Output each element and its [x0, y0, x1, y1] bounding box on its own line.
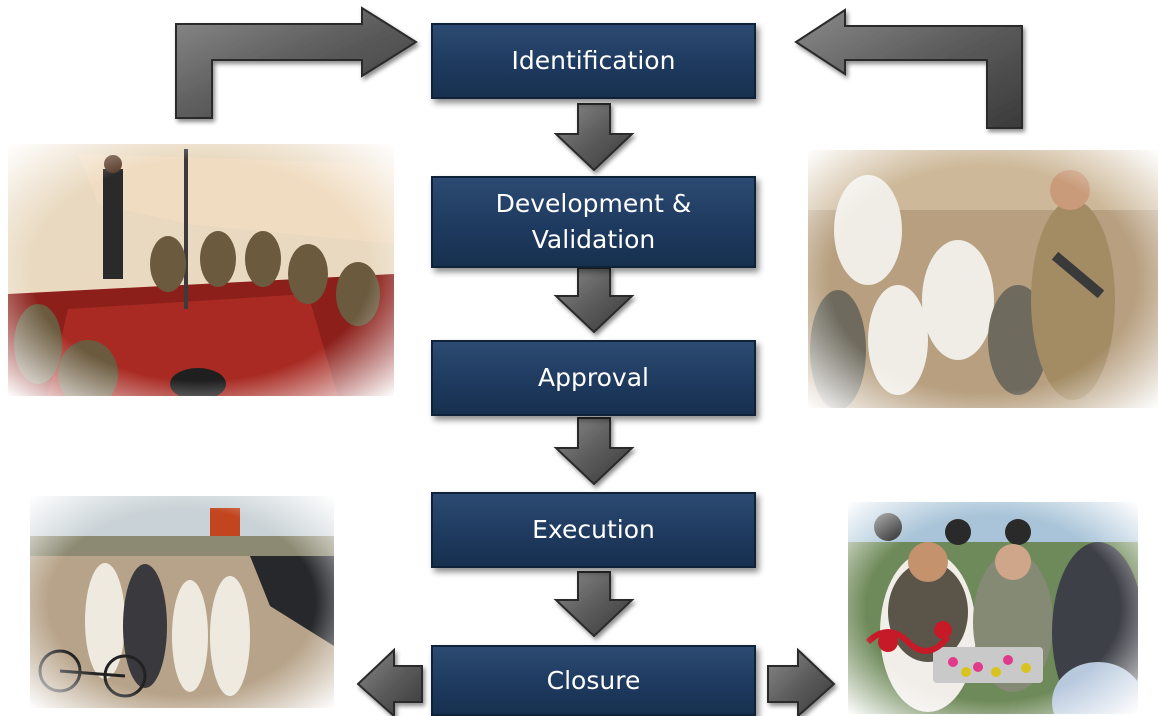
- step-execution: Execution: [431, 492, 756, 568]
- photo-roadside-gathering: [30, 496, 334, 708]
- loop-arrow-left-icon: [175, 6, 418, 119]
- step-development-label-line1: Development &: [495, 189, 692, 218]
- loop-arrow-right-icon: [794, 8, 1023, 129]
- down-arrow-icon-2: [553, 267, 635, 334]
- down-arrow-icon-1: [553, 103, 635, 172]
- step-development-label-line2: Validation: [531, 225, 656, 254]
- down-arrow-icon-3: [553, 417, 635, 486]
- down-arrow-icon-4: [553, 571, 635, 638]
- closure-left-arrow-icon: [356, 647, 423, 716]
- step-identification: Identification: [431, 23, 756, 99]
- step-approval: Approval: [431, 340, 756, 416]
- photo-crowd-soldier: [808, 150, 1158, 408]
- closure-right-arrow-icon: [767, 647, 836, 716]
- photo-ribbon-cutting: [848, 502, 1138, 714]
- step-approval-label: Approval: [538, 363, 649, 392]
- step-closure: Closure: [431, 645, 756, 716]
- step-identification-label: Identification: [511, 46, 676, 75]
- step-closure-label: Closure: [546, 665, 641, 695]
- photo-tent-meeting: [8, 144, 394, 396]
- step-development-validation: Development & Validation: [431, 176, 756, 268]
- step-execution-label: Execution: [532, 515, 655, 544]
